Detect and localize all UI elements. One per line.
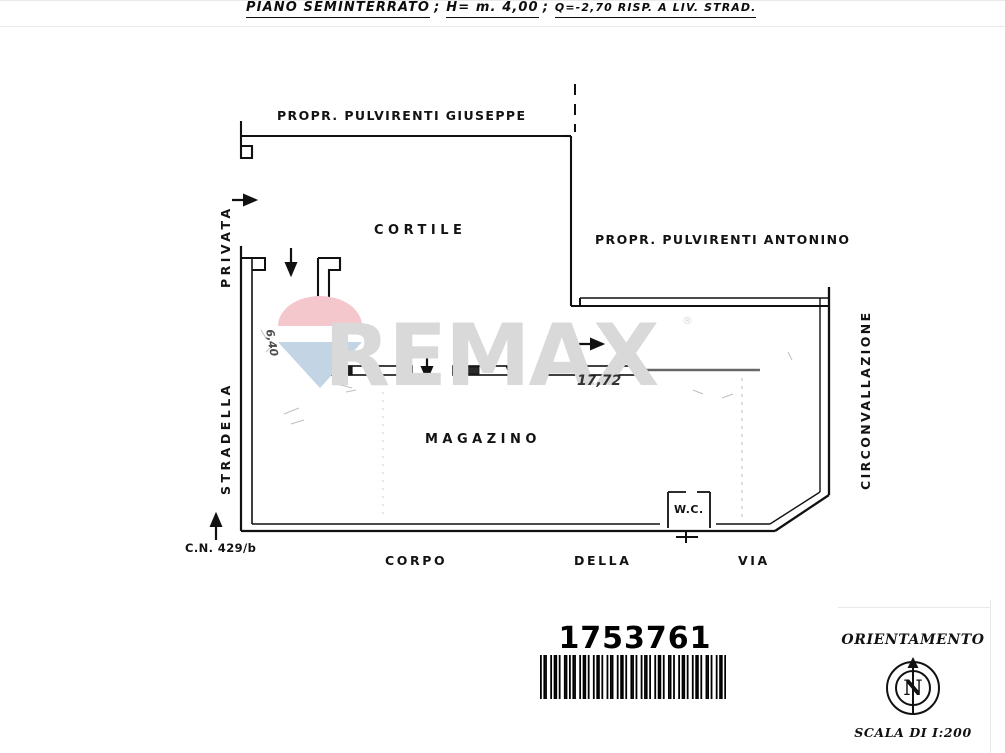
scan-edge-under-title <box>0 26 1005 27</box>
label-wc: W.C. <box>674 503 704 516</box>
label-propr-pulvirenti-antonino: PROPR. PULVIRENTI ANTONINO <box>595 232 851 247</box>
label-corpo: CORPO <box>385 553 448 568</box>
label-dimension-annotation: 17,72 <box>577 373 622 389</box>
label-via: VIA <box>738 553 770 568</box>
label-circonvallazione: CIRCONVALLAZIONE <box>858 310 873 490</box>
orientation-block: ORIENTAMENTO N SCALA DI I:200 <box>838 632 988 747</box>
svg-text:6,40: 6,40 <box>263 328 281 357</box>
plan-title: PIANO SEMINTERRATO ; H= m. 4,00 ; Q=-2,7… <box>246 0 826 24</box>
label-stradella-privata-lower: STRADELLA <box>218 382 233 495</box>
barcode-bars <box>540 655 727 699</box>
title-segment-quota: Q=-2,70 RISP. A LIV. STRAD. <box>554 0 757 18</box>
scale-label: SCALA DI I:200 <box>854 725 972 740</box>
svg-text:N: N <box>903 675 922 700</box>
compass-north-icon: N <box>886 657 940 715</box>
label-cortile: CORTILE <box>374 223 467 238</box>
scan-edge-orientation-box <box>838 607 990 608</box>
title-separator-2: ; <box>542 0 548 15</box>
scan-edge-right <box>990 600 991 753</box>
title-segment-floor: PIANO SEMINTERRATO <box>246 0 431 18</box>
label-della: DELLA <box>574 553 632 568</box>
label-magazino: MAGAZINO <box>425 432 541 447</box>
label-parcel-reference: C.N. 429/b <box>185 541 257 555</box>
title-separator-1: ; <box>434 0 440 15</box>
label-propr-pulvirenti-giuseppe: PROPR. PULVIRENTI GIUSEPPE <box>277 108 527 123</box>
barcode-number: 1753761 <box>558 621 712 656</box>
label-stradella-privata-upper: PRIVATA <box>218 205 233 288</box>
orientation-title: ORIENTAMENTO <box>841 632 985 648</box>
barcode-block: 1753761 <box>540 624 730 700</box>
title-segment-height: H= m. 4,00 <box>446 0 539 18</box>
scan-edge-top <box>0 0 1005 1</box>
